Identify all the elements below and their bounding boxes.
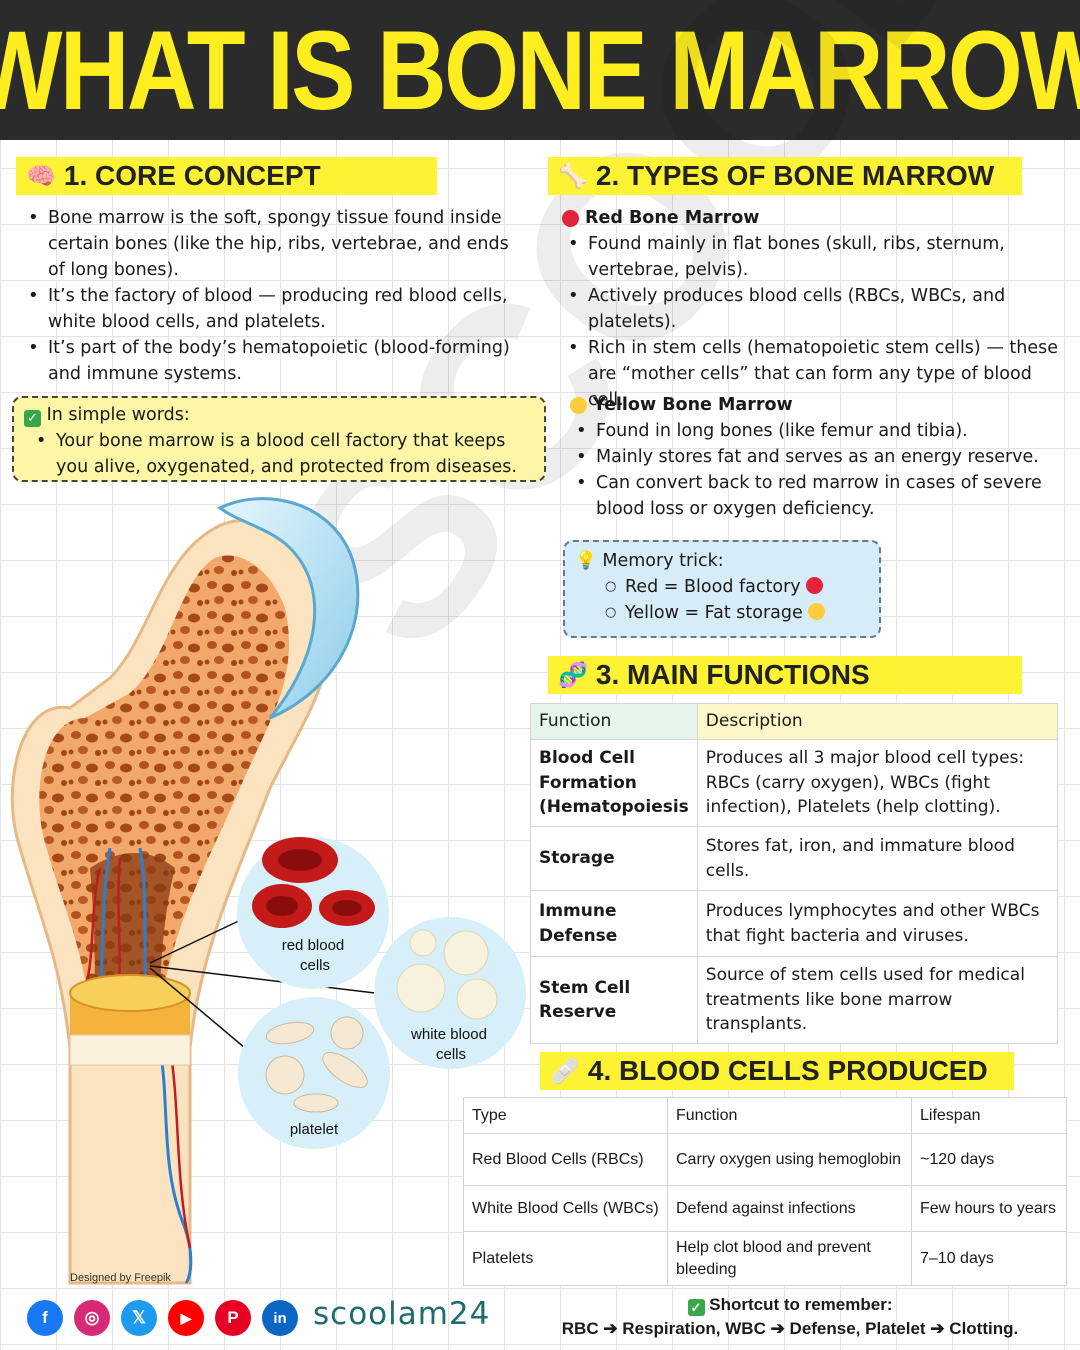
- list-item: Actively produces blood cells (RBCs, WBC…: [562, 283, 1072, 335]
- yellow-dot-icon: [808, 603, 826, 620]
- pinterest-icon[interactable]: P: [215, 1300, 251, 1336]
- section-title-text: 3. MAIN FUNCTIONS: [595, 659, 870, 690]
- function-cell: Defend against infections: [667, 1185, 912, 1232]
- blood-cells-table: Type Function Lifespan Red Blood Cells (…: [463, 1097, 1067, 1286]
- instagram-icon[interactable]: ◎: [74, 1300, 110, 1336]
- social-links: f ◎ 𝕏 ▶ P in: [27, 1300, 298, 1336]
- section-title-text: 1. CORE CONCEPT: [63, 160, 321, 191]
- table-row: Platelets Help clot blood and prevent bl…: [463, 1231, 1067, 1286]
- table-row: White Blood Cells (WBCs) Defend against …: [463, 1185, 1067, 1232]
- wbc-label-line1: white blood: [410, 1026, 487, 1043]
- wbc-label-line2: cells: [436, 1046, 466, 1063]
- red-marrow-title: Red Bone Marrow: [585, 208, 760, 228]
- social-handle: scoolam24: [313, 1296, 491, 1332]
- section-title-text: 4. BLOOD CELLS PRODUCED: [587, 1055, 988, 1086]
- list-item: Found in long bones (like femur and tibi…: [570, 418, 1050, 444]
- bone-illustration: red blood cells white blood cells platel…: [10, 497, 526, 1285]
- shortcut-title: Shortcut to remember:: [709, 1295, 893, 1314]
- description-cell: Produces all 3 major blood cell types: R…: [696, 739, 1059, 827]
- memory-trick-title: Memory trick:: [602, 551, 724, 571]
- list-item: Mainly stores fat and serves as an energ…: [570, 444, 1050, 470]
- bone-icon: 🦴: [558, 162, 588, 190]
- page-header: WHAT IS BONE MARROW: [0, 0, 1080, 140]
- type-cell: Red Blood Cells (RBCs): [463, 1133, 668, 1186]
- list-item: Bone marrow is the soft, spongy tissue f…: [22, 205, 527, 283]
- image-credit: Designed by Freepik: [70, 1272, 171, 1284]
- table-header-row: Type Function Lifespan: [463, 1097, 1067, 1134]
- list-item: Rich in stem cells (hematopoietic stem c…: [562, 335, 1072, 413]
- section-types-title: 🦴 2. TYPES OF BONE MARROW: [548, 157, 1022, 195]
- memory-line-yellow: Yellow = Fat storage: [625, 603, 803, 623]
- section-core-concept-title: 🧠 1. CORE CONCEPT: [16, 157, 437, 195]
- section-functions-title: 🧬 3. MAIN FUNCTIONS: [548, 656, 1022, 694]
- table-row: Blood Cell Formation (Hematopoiesis Prod…: [530, 739, 1059, 827]
- red-marrow-block: Red Bone Marrow Found mainly in flat bon…: [562, 205, 1072, 413]
- list-item: It’s part of the body’s hematopoietic (b…: [22, 335, 527, 387]
- function-cell: Storage: [530, 826, 698, 891]
- table-row: Storage Stores fat, iron, and immature b…: [530, 826, 1059, 891]
- core-concept-list: Bone marrow is the soft, spongy tissue f…: [22, 205, 527, 387]
- lifespan-cell: 7–10 days: [911, 1231, 1067, 1286]
- linkedin-icon[interactable]: in: [262, 1300, 298, 1336]
- description-cell: Source of stem cells used for medical tr…: [696, 956, 1059, 1044]
- column-header: Type: [463, 1097, 668, 1134]
- simple-words-text: Your bone marrow is a blood cell factory…: [56, 431, 517, 477]
- column-header: Description: [696, 703, 1059, 740]
- function-cell: Carry oxygen using hemoglobin: [667, 1133, 912, 1186]
- platelet-label: platelet: [290, 1121, 339, 1138]
- shortcut-box: ✓ Shortcut to remember: RBC ➔ Respiratio…: [520, 1293, 1060, 1341]
- section-title-text: 2. TYPES OF BONE MARROW: [595, 160, 995, 191]
- rbc-label-line2: cells: [300, 957, 330, 974]
- red-dot-icon: [562, 209, 579, 227]
- brain-icon: 🧠: [26, 162, 56, 190]
- type-cell: Platelets: [463, 1231, 668, 1286]
- check-icon: ✓: [687, 1299, 705, 1316]
- function-cell: Blood Cell Formation (Hematopoiesis: [530, 739, 698, 827]
- function-cell: Immune Defense: [530, 890, 698, 957]
- yellow-dot-icon: [570, 396, 587, 414]
- yellow-marrow-block: Yellow Bone Marrow Found in long bones (…: [570, 392, 1050, 522]
- lightbulb-icon: 💡: [575, 551, 597, 571]
- youtube-icon[interactable]: ▶: [168, 1300, 204, 1336]
- rbc-label-line1: red blood: [282, 937, 345, 954]
- page-title: WHAT IS BONE MARROW: [0, 7, 1080, 133]
- list-item: It’s the factory of blood — producing re…: [22, 283, 527, 335]
- table-row: Immune Defense Produces lymphocytes and …: [530, 890, 1059, 957]
- description-cell: Stores fat, iron, and immature blood cel…: [696, 826, 1059, 891]
- facebook-icon[interactable]: f: [27, 1300, 63, 1336]
- list-item: Can convert back to red marrow in cases …: [570, 470, 1050, 522]
- table-row: Red Blood Cells (RBCs) Carry oxygen usin…: [463, 1133, 1067, 1186]
- yellow-marrow-title: Yellow Bone Marrow: [593, 395, 793, 415]
- column-header: Lifespan: [911, 1097, 1067, 1134]
- section-blood-cells-title: 🩹 4. BLOOD CELLS PRODUCED: [540, 1052, 1014, 1090]
- simple-words-box: ✓ In simple words: • Your bone marrow is…: [12, 396, 546, 482]
- memory-trick-box: 💡 Memory trick: Red = Blood factory Yell…: [563, 540, 881, 638]
- simple-words-title: In simple words:: [46, 405, 190, 425]
- bandage-icon: 🩹: [550, 1057, 580, 1085]
- lifespan-cell: ~120 days: [911, 1133, 1067, 1186]
- column-header: Function: [530, 703, 698, 740]
- x-icon[interactable]: 𝕏: [121, 1300, 157, 1336]
- table-header-row: Function Description: [530, 703, 1059, 740]
- list-item: Found mainly in flat bones (skull, ribs,…: [562, 231, 1072, 283]
- lifespan-cell: Few hours to years: [911, 1185, 1067, 1232]
- check-icon: ✓: [24, 410, 41, 427]
- red-dot-icon: [806, 577, 824, 594]
- memory-line-red: Red = Blood factory: [625, 577, 801, 597]
- type-cell: White Blood Cells (WBCs): [463, 1185, 668, 1232]
- functions-table: Function Description Blood Cell Formatio…: [530, 703, 1059, 1044]
- shortcut-text: RBC ➔ Respiration, WBC ➔ Defense, Platel…: [561, 1319, 1019, 1338]
- function-cell: Stem Cell Reserve: [530, 956, 698, 1044]
- function-cell: Help clot blood and prevent bleeding: [667, 1231, 912, 1286]
- column-header: Function: [667, 1097, 912, 1134]
- table-row: Stem Cell Reserve Source of stem cells u…: [530, 956, 1059, 1044]
- dna-icon: 🧬: [558, 661, 588, 689]
- description-cell: Produces lymphocytes and other WBCs that…: [696, 890, 1059, 957]
